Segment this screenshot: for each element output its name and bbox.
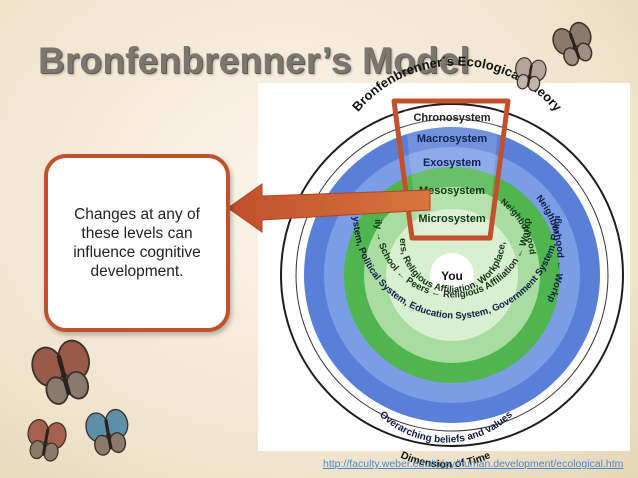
level-mesosystem: Mesosystem (419, 185, 485, 197)
center-you-label: You (441, 269, 463, 283)
level-microsystem: Microsystem (418, 213, 485, 225)
level-macrosystem: Macrosystem (417, 133, 488, 145)
level-exosystem: Exosystem (423, 157, 481, 169)
butterfly-icon (552, 21, 593, 67)
butterfly-icon (27, 419, 67, 462)
callout-text: Changes at any of these levels can influ… (73, 206, 201, 280)
source-link[interactable]: http://faculty.weber.edu/tlday/human.dev… (323, 458, 624, 470)
callout-arrow (227, 183, 431, 233)
butterfly-icon (31, 339, 90, 405)
callout-box: Changes at any of these levels can influ… (44, 154, 230, 332)
slide-title: Bronfenbrenner’s Model (38, 40, 470, 81)
center-circle (430, 253, 474, 297)
level-chronosystem: Chronosystem (413, 112, 490, 124)
butterfly-icon (515, 57, 547, 92)
butterfly-icon (85, 408, 129, 456)
